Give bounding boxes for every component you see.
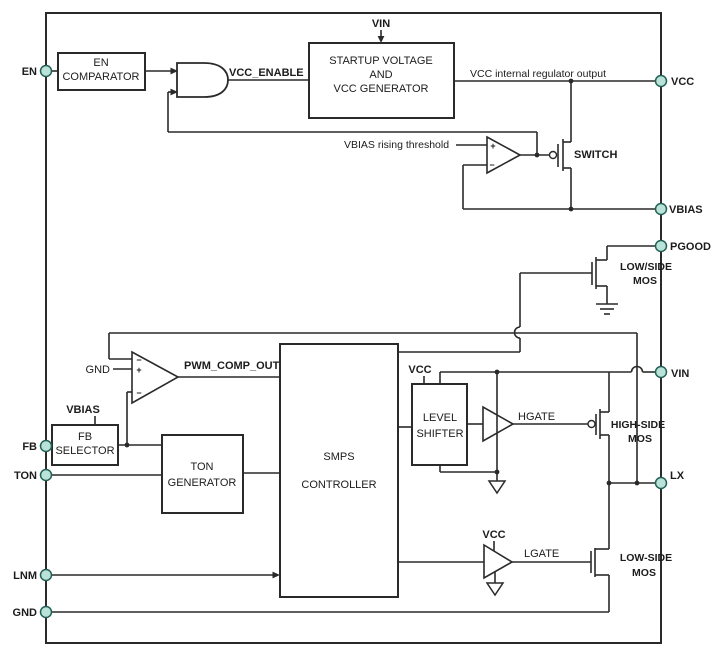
pin-label-pgood: PGOOD <box>670 241 711 253</box>
pins <box>39 64 668 619</box>
hgate-label: HGATE <box>518 411 555 423</box>
pin-label-vcc: VCC <box>671 76 694 88</box>
gnd-ref-label: GND <box>86 364 111 376</box>
ton-generator-block <box>161 434 244 514</box>
vbias-cmp-plus-symbol: + <box>490 141 495 151</box>
pin-ton <box>39 468 53 482</box>
pin-gnd <box>39 605 53 619</box>
vcc-internal-label: VCC internal regulator output <box>470 68 606 80</box>
hgate-return-symbol <box>487 480 507 495</box>
vbias-comparator <box>486 135 522 175</box>
level-shifter-block <box>411 383 468 466</box>
arrow-vin-down <box>377 36 385 43</box>
hs-mos-label-1: HIGH-SIDE <box>611 419 665 431</box>
pin-lnm <box>39 568 53 582</box>
fb-selector-label-1: FB <box>78 431 92 443</box>
vcc-enable-label: VCC_ENABLE <box>229 67 304 79</box>
pin-label-lx: LX <box>670 470 685 482</box>
ls-mos-label-2: MOS <box>632 567 656 579</box>
startup-block <box>308 42 455 119</box>
vcc-lg-label: VCC <box>482 529 505 541</box>
pin-label-ton: TON <box>14 470 37 482</box>
pin-label-lnm: LNM <box>13 570 37 582</box>
vcc-ls-label: VCC <box>408 364 431 376</box>
arrow-and-in2 <box>170 88 178 96</box>
pin-lx <box>654 476 668 490</box>
pin-label-gnd: GND <box>13 607 38 619</box>
pin-fb <box>39 439 53 453</box>
pin-vcc <box>654 74 668 88</box>
junction-dot <box>494 469 500 475</box>
smps-controller-block <box>279 343 399 598</box>
pwm-cmp-minus-bot-symbol: − <box>136 388 141 398</box>
blocks <box>51 42 468 598</box>
and-gate <box>176 62 229 98</box>
level-shifter-label-2: SHIFTER <box>416 428 463 440</box>
junction-dot <box>494 369 500 375</box>
vbias-cmp-minus-symbol: − <box>489 160 494 170</box>
pin-label-vbias: VBIAS <box>669 204 703 216</box>
switch-label: SWITCH <box>574 149 617 161</box>
pwm-cmp-minus-top-symbol: − <box>136 355 141 365</box>
ton-generator-label-2: GENERATOR <box>168 477 237 489</box>
lgate-label: LGATE <box>524 548 559 560</box>
fb-selector-label-2: SELECTOR <box>55 445 114 457</box>
pwm-cmp-plus-symbol: + <box>136 365 141 375</box>
pin-vbias <box>654 202 668 216</box>
vbias-ref-label: VBIAS <box>66 404 100 416</box>
junction-dot <box>568 206 574 212</box>
pin-label-fb: FB <box>22 441 37 453</box>
ls-mos-label-1: LOW-SIDE <box>620 552 672 564</box>
startup-label-2: AND <box>369 69 392 81</box>
startup-label-3: VCC GENERATOR <box>334 83 429 95</box>
hs-mos-label-2: MOS <box>628 433 652 445</box>
vin-top-label: VIN <box>372 18 390 30</box>
en-comparator-block <box>57 52 146 91</box>
pwm-comparator <box>131 350 180 405</box>
pgood-mos-label-2: MOS <box>633 275 657 287</box>
pin-label-en: EN <box>22 66 37 78</box>
switch-gate-bubble <box>548 150 558 160</box>
ton-generator-label-1: TON <box>190 461 213 473</box>
lgate-return-symbol <box>485 582 505 597</box>
vbias-rising-label: VBIAS rising threshold <box>344 139 449 151</box>
en-comparator-label-2: COMPARATOR <box>62 71 139 83</box>
hgate-driver <box>482 405 515 443</box>
lgate-driver <box>483 543 514 580</box>
junction-dot <box>606 480 612 486</box>
pin-vin <box>654 365 668 379</box>
startup-label-1: STARTUP VOLTAGE <box>329 55 433 67</box>
pwm-comp-out-label: PWM_COMP_OUT <box>184 360 280 372</box>
chip-outline <box>45 12 662 644</box>
pin-en <box>39 64 53 78</box>
pin-label-vin: VIN <box>671 368 689 380</box>
wires <box>49 30 656 613</box>
pgood-mos-label-1: LOW/SIDE <box>620 261 672 273</box>
pin-pgood <box>654 239 668 253</box>
arrowheads <box>170 36 385 579</box>
junction-dot <box>568 78 574 84</box>
junction-dot <box>634 480 640 486</box>
level-shifter-label-1: LEVEL <box>423 412 457 424</box>
wire-hop-up <box>630 365 644 373</box>
en-comparator-label-1: EN <box>93 57 108 69</box>
smps-label-1: SMPS <box>323 451 354 463</box>
smps-label-2: CONTROLLER <box>301 479 376 491</box>
hsmos-gate-bubble <box>587 419 596 429</box>
arrow-lnm-in <box>272 571 280 579</box>
junction-dot <box>534 152 540 158</box>
junction-dot <box>124 442 130 448</box>
arrow-and-in1 <box>170 67 178 75</box>
junctions <box>124 78 640 486</box>
